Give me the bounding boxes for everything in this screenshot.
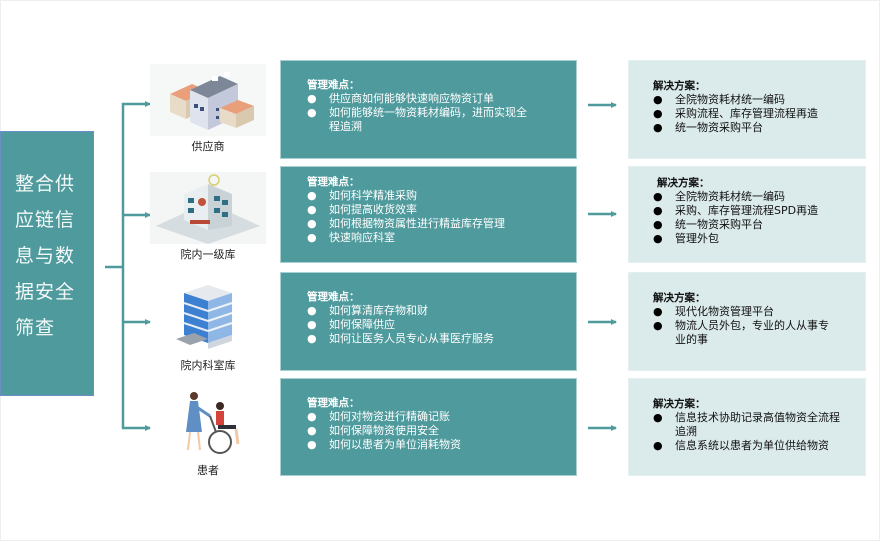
hospital-building-icon [150,172,266,244]
problem-item: 供应商如何能够快速响应物资订单 [307,92,537,106]
node-supplier: 供应商 [146,64,270,154]
solution-item: 统一物资采购平台 [653,121,865,135]
solution-box-hospital-primary-warehouse: 解决方案： 全院物资耗材统一编码 采购、库存管理流程SPD再造 统一物资采购平台… [628,166,866,263]
node-hospital-primary-warehouse: 院内一级库 [146,172,270,262]
problem-item: 如何以患者为单位消耗物资 [307,438,576,452]
root-label: 整合供应链信息与数据安全筛查 [15,172,76,339]
solution-box-patient: 解决方案： 信息技术协助记录高值物资全流程追溯 信息系统以患者为单位供给物资 [628,378,866,476]
problem-item: 如何根据物资属性进行精益库存管理 [307,217,576,231]
problem-box-department-warehouse: 管理难点： 如何算清库存物和财 如何保障供应 如何让医务人员专心从事医疗服务 [280,272,577,371]
node-label: 院内一级库 [180,248,236,261]
problem-item: 快速响应科室 [307,231,576,245]
solution-title: 解决方案： [653,398,706,410]
solution-box-department-warehouse: 解决方案： 现代化物资管理平台 物流人员外包，专业的人从事专业的事 [628,272,866,371]
solution-item: 物流人员外包，专业的人从事专业的事 [653,319,833,347]
node-patient: 患者 [146,388,270,478]
problem-box-patient: 管理难点： 如何对物资进行精确记账 如何保障物资使用安全 如何以患者为单位消耗物… [280,378,577,476]
solution-item: 现代化物资管理平台 [653,305,833,319]
problem-title: 管理难点： [307,79,360,91]
problem-title: 管理难点： [307,397,360,409]
problem-item: 如何保障物资使用安全 [307,424,576,438]
solution-item: 信息系统以患者为单位供给物资 [653,439,843,453]
solution-item: 全院物资耗材统一编码 [653,93,865,107]
problem-item: 如何算清库存物和财 [307,304,576,318]
problem-box-hospital-primary-warehouse: 管理难点： 如何科学精准采购 如何提高收货效率 如何根据物资属性进行精益库存管理… [280,166,577,263]
nurse-wheelchair-patient-icon [150,388,266,460]
node-label: 患者 [197,464,219,477]
office-tower-icon [150,283,266,355]
node-department-warehouse: 院内科室库 [146,283,270,373]
root-box: 整合供应链信息与数据安全筛查 [0,131,94,396]
problem-item: 如何对物资进行精确记账 [307,410,576,424]
solution-item: 信息技术协助记录高值物资全流程追溯 [653,411,843,439]
node-label: 院内科室库 [180,359,236,372]
solution-item: 采购流程、库存管理流程再造 [653,107,865,121]
solution-item: 统一物资采购平台 [653,218,865,232]
solution-title: 解决方案： [653,80,706,92]
solution-title: 解决方案： [653,292,706,304]
problem-item: 如何保障供应 [307,318,576,332]
problem-title: 管理难点： [307,291,360,303]
problem-item: 如何能够统一物资耗材编码，进而实现全程追溯 [307,106,537,134]
problem-item: 如何让医务人员专心从事医疗服务 [307,332,576,346]
solution-box-supplier: 解决方案： 全院物资耗材统一编码 采购流程、库存管理流程再造 统一物资采购平台 [628,60,866,159]
problem-item: 如何提高收货效率 [307,203,576,217]
solution-item: 全院物资耗材统一编码 [653,190,865,204]
problem-item: 如何科学精准采购 [307,189,576,203]
node-label: 供应商 [191,140,225,153]
solution-item: 管理外包 [653,232,865,246]
solution-title: 解决方案： [657,177,710,189]
problem-box-supplier: 管理难点： 供应商如何能够快速响应物资订单 如何能够统一物资耗材编码，进而实现全… [280,60,577,159]
factory-building-icon [150,64,266,136]
problem-title: 管理难点： [307,176,360,188]
solution-item: 采购、库存管理流程SPD再造 [653,204,865,218]
